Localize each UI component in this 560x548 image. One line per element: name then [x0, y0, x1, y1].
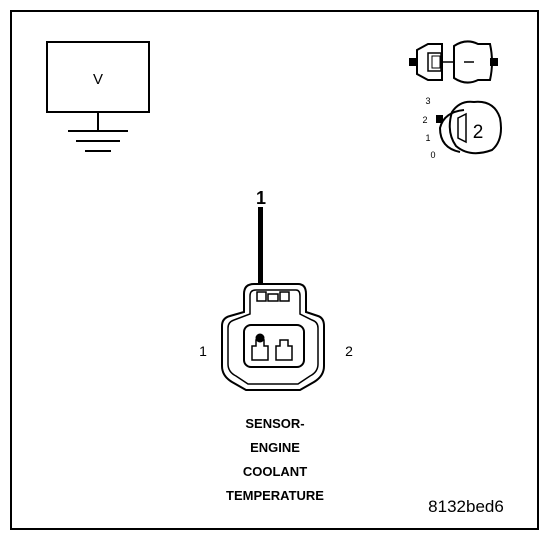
- scale-label-2: 2: [422, 115, 427, 125]
- diagram-frame: [10, 10, 539, 530]
- scale-label-0: 0: [430, 150, 435, 160]
- scale-label-3: 3: [425, 96, 430, 106]
- terminal-2: [275, 339, 293, 361]
- component-name-line-1: SENSOR-: [245, 416, 304, 431]
- probe-pin-label: 1: [256, 188, 266, 208]
- connector-pin-1-label: 1: [199, 343, 207, 359]
- connector-pin-2-label: 2: [345, 343, 353, 359]
- pin-position-icon: 3 2 1 0 2: [422, 96, 502, 160]
- sensor-connector: [221, 283, 325, 391]
- latch-tab-center: [267, 293, 279, 302]
- figure-id: 8132bed6: [428, 497, 504, 516]
- voltmeter-symbol: V: [93, 71, 103, 88]
- latch-tab-left: [256, 291, 267, 302]
- latch-tab-right: [279, 291, 290, 302]
- voltmeter: V: [46, 41, 150, 152]
- ground-icon: [68, 112, 128, 152]
- scale-label-1: 1: [425, 133, 430, 143]
- probe-tip: [255, 333, 265, 343]
- connector-pair-icon: [409, 40, 498, 84]
- component-name-line-4: TEMPERATURE: [226, 488, 324, 503]
- connector-inner-outline: [227, 289, 319, 385]
- position-number: 2: [473, 122, 484, 143]
- probe-lead: [258, 207, 263, 341]
- component-name-line-2: ENGINE: [250, 440, 300, 455]
- component-name-line-3: COOLANT: [243, 464, 307, 479]
